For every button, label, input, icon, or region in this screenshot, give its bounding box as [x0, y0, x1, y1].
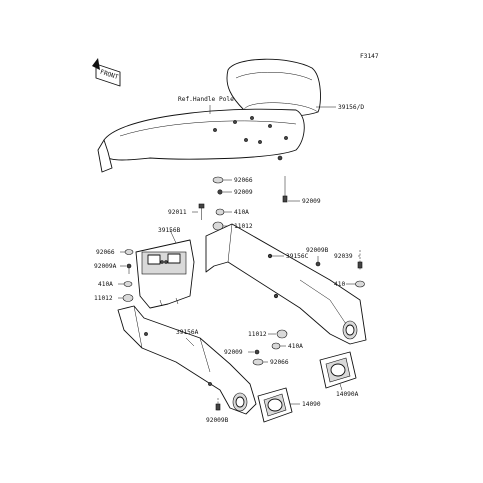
- label-14090: 14090: [302, 401, 321, 408]
- label-39156d: 39156/D: [338, 104, 364, 111]
- screw-92009-right: [282, 176, 300, 203]
- vent-cover-14090a: [319, 351, 357, 391]
- label-92066-mid: 92066: [270, 359, 289, 366]
- label-92009b-top: 92009B: [306, 247, 329, 254]
- label-11012-left: 11012: [94, 295, 113, 302]
- label-410: 410: [334, 281, 345, 288]
- washer-410a-mid: [271, 342, 286, 350]
- screw-92009a: [120, 263, 132, 274]
- label-92039: 92039: [334, 253, 353, 260]
- screw-92009b-top: [315, 256, 321, 267]
- label-92011: 92011: [168, 209, 187, 216]
- label-92009-top: 92009: [234, 189, 253, 196]
- label-410a-left: 410A: [98, 281, 113, 288]
- bolt-92039: [357, 250, 363, 270]
- label-ref-handle-pole: Ref.Handle Pole: [178, 96, 234, 103]
- label-92066-left: 92066: [96, 249, 115, 256]
- label-92009b-bottom: 92009B: [206, 417, 229, 424]
- grommet-11012-mid: [268, 329, 288, 339]
- screw-92009-top: [217, 189, 232, 195]
- label-92009a: 92009A: [94, 263, 117, 270]
- label-39156c: 39156C: [286, 253, 309, 260]
- panel-39156a: [117, 305, 257, 415]
- washer-410: [346, 280, 365, 288]
- label-11012-mid: 11012: [248, 331, 267, 338]
- screw-92009-mid: [248, 349, 260, 355]
- bolt-92011: [192, 203, 205, 220]
- grommet-92066-left: [120, 249, 134, 255]
- front-arrow-icon: FRONT: [92, 58, 121, 87]
- label-92009-right: 92009: [302, 198, 321, 205]
- label-410a-mid: 410A: [288, 343, 303, 350]
- panel-39156b: [135, 239, 195, 309]
- label-92066-top: 92066: [234, 177, 253, 184]
- top-cover: [97, 108, 305, 173]
- grommet-11012-left: [118, 294, 134, 302]
- washer-410a-top: [215, 208, 232, 216]
- label-11012-top: 11012: [234, 223, 253, 230]
- grommet-92066-mid: [252, 358, 268, 366]
- label-39156b: 39156B: [158, 227, 181, 234]
- screw-92009b-bottom: [215, 398, 221, 412]
- seat-cushion-39156d: [226, 58, 321, 117]
- diagram-code: F3147: [360, 53, 379, 60]
- label-14090a: 14090A: [336, 391, 359, 398]
- grommet-92066-top: [212, 176, 232, 184]
- label-39156a: 39156A: [176, 329, 199, 336]
- vent-cover-14090: [257, 387, 300, 423]
- label-410a-top: 410A: [234, 209, 249, 216]
- panel-39156c: [205, 223, 367, 345]
- washer-410a-left: [118, 281, 133, 287]
- label-92009-mid: 92009: [224, 349, 243, 356]
